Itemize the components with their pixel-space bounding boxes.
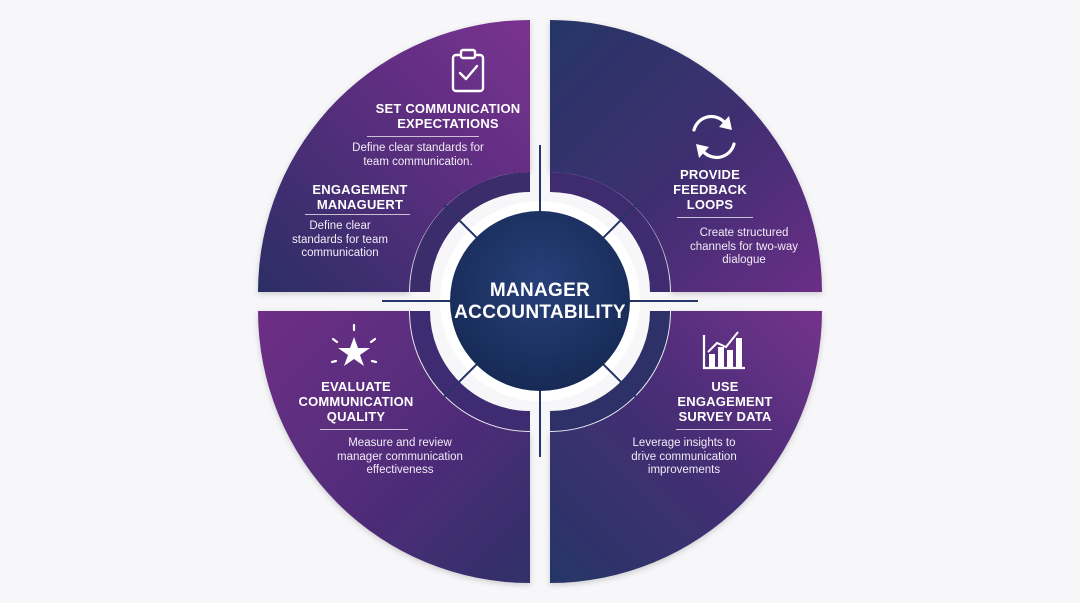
clipboard-check-icon xyxy=(451,48,485,93)
quadrant-tl-secondary-title: ENGAGEMENT MANAGUERT xyxy=(312,182,408,212)
center-hub xyxy=(450,211,630,391)
quadrant-top-right xyxy=(550,20,822,292)
quadrant-tl-secondary-divider xyxy=(305,214,410,215)
center-title-line1: MANAGER xyxy=(489,280,591,301)
quadrant-bottom-right xyxy=(550,311,822,583)
quadrant-tl-secondary-description: Define clear standards for team communic… xyxy=(292,220,388,259)
quadrant-tr-description: Create structured channels for two-way d… xyxy=(689,227,799,266)
quadrant-bl-title: EVALUATE COMMUNICATION QUALITY xyxy=(298,379,414,424)
center-title-line2: ACCOUNTABILITY xyxy=(454,302,626,323)
quadrant-tl-description: Define clear standards for team communic… xyxy=(352,142,484,168)
quadrant-tl-title: SET COMMUNICATION EXPECTATIONS xyxy=(375,101,521,131)
quadrant-bl-description: Measure and review manager communication… xyxy=(337,437,463,476)
quadrant-tr-divider xyxy=(677,217,753,218)
quadrant-bl-divider xyxy=(320,429,408,430)
refresh-cycle-icon xyxy=(692,114,736,160)
quadrant-top-left xyxy=(258,20,530,292)
quadrant-tr-title: PROVIDE FEEDBACK LOOPS xyxy=(673,167,747,212)
star-burst-icon xyxy=(330,323,378,366)
quadrant-br-title: USE ENGAGEMENT SURVEY DATA xyxy=(677,379,773,424)
center-title: MANAGER ACCOUNTABILITY xyxy=(450,280,630,324)
quadrant-br-description: Leverage insights to drive communication… xyxy=(631,437,737,476)
quadrant-tl-divider xyxy=(367,136,479,137)
quadrant-bottom-left xyxy=(258,311,530,583)
quadrant-br-divider xyxy=(676,429,772,430)
bar-chart-growth-icon xyxy=(702,331,745,370)
